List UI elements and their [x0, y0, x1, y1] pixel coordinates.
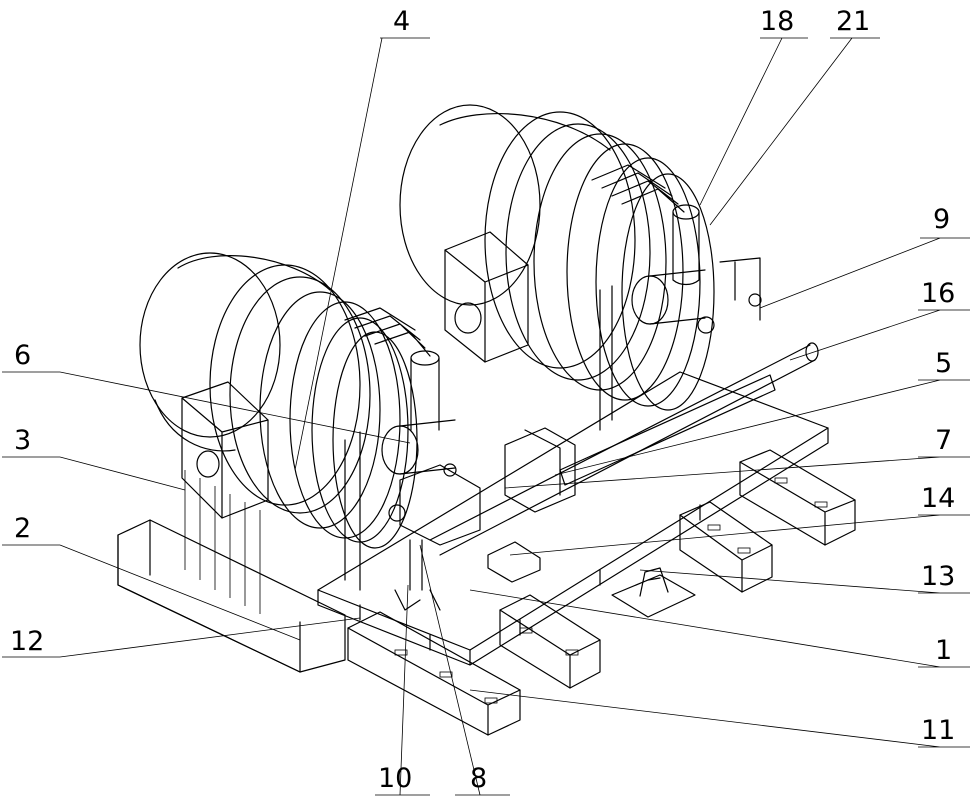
label-6: 6	[14, 340, 31, 371]
label-21: 21	[836, 6, 870, 37]
label-13: 13	[921, 561, 955, 592]
label-2: 2	[14, 513, 31, 544]
label-18: 18	[760, 6, 794, 37]
label-3: 3	[14, 425, 31, 456]
label-16: 16	[921, 278, 955, 309]
label-5: 5	[935, 348, 952, 379]
label-8: 8	[470, 763, 487, 794]
label-12: 12	[10, 626, 44, 657]
label-9: 9	[933, 204, 950, 235]
label-1: 1	[935, 635, 952, 666]
base-frame	[318, 372, 828, 665]
label-11: 11	[921, 715, 955, 746]
label-14: 14	[921, 483, 955, 514]
label-4: 4	[393, 6, 410, 37]
label-7: 7	[935, 425, 952, 456]
label-10: 10	[378, 763, 412, 794]
leader-lines	[2, 38, 970, 795]
part-labels: 4 18 21 9 16 5 6 3 7 14 2 13 12 1 11 10 …	[10, 6, 955, 794]
right-motor	[400, 105, 714, 410]
